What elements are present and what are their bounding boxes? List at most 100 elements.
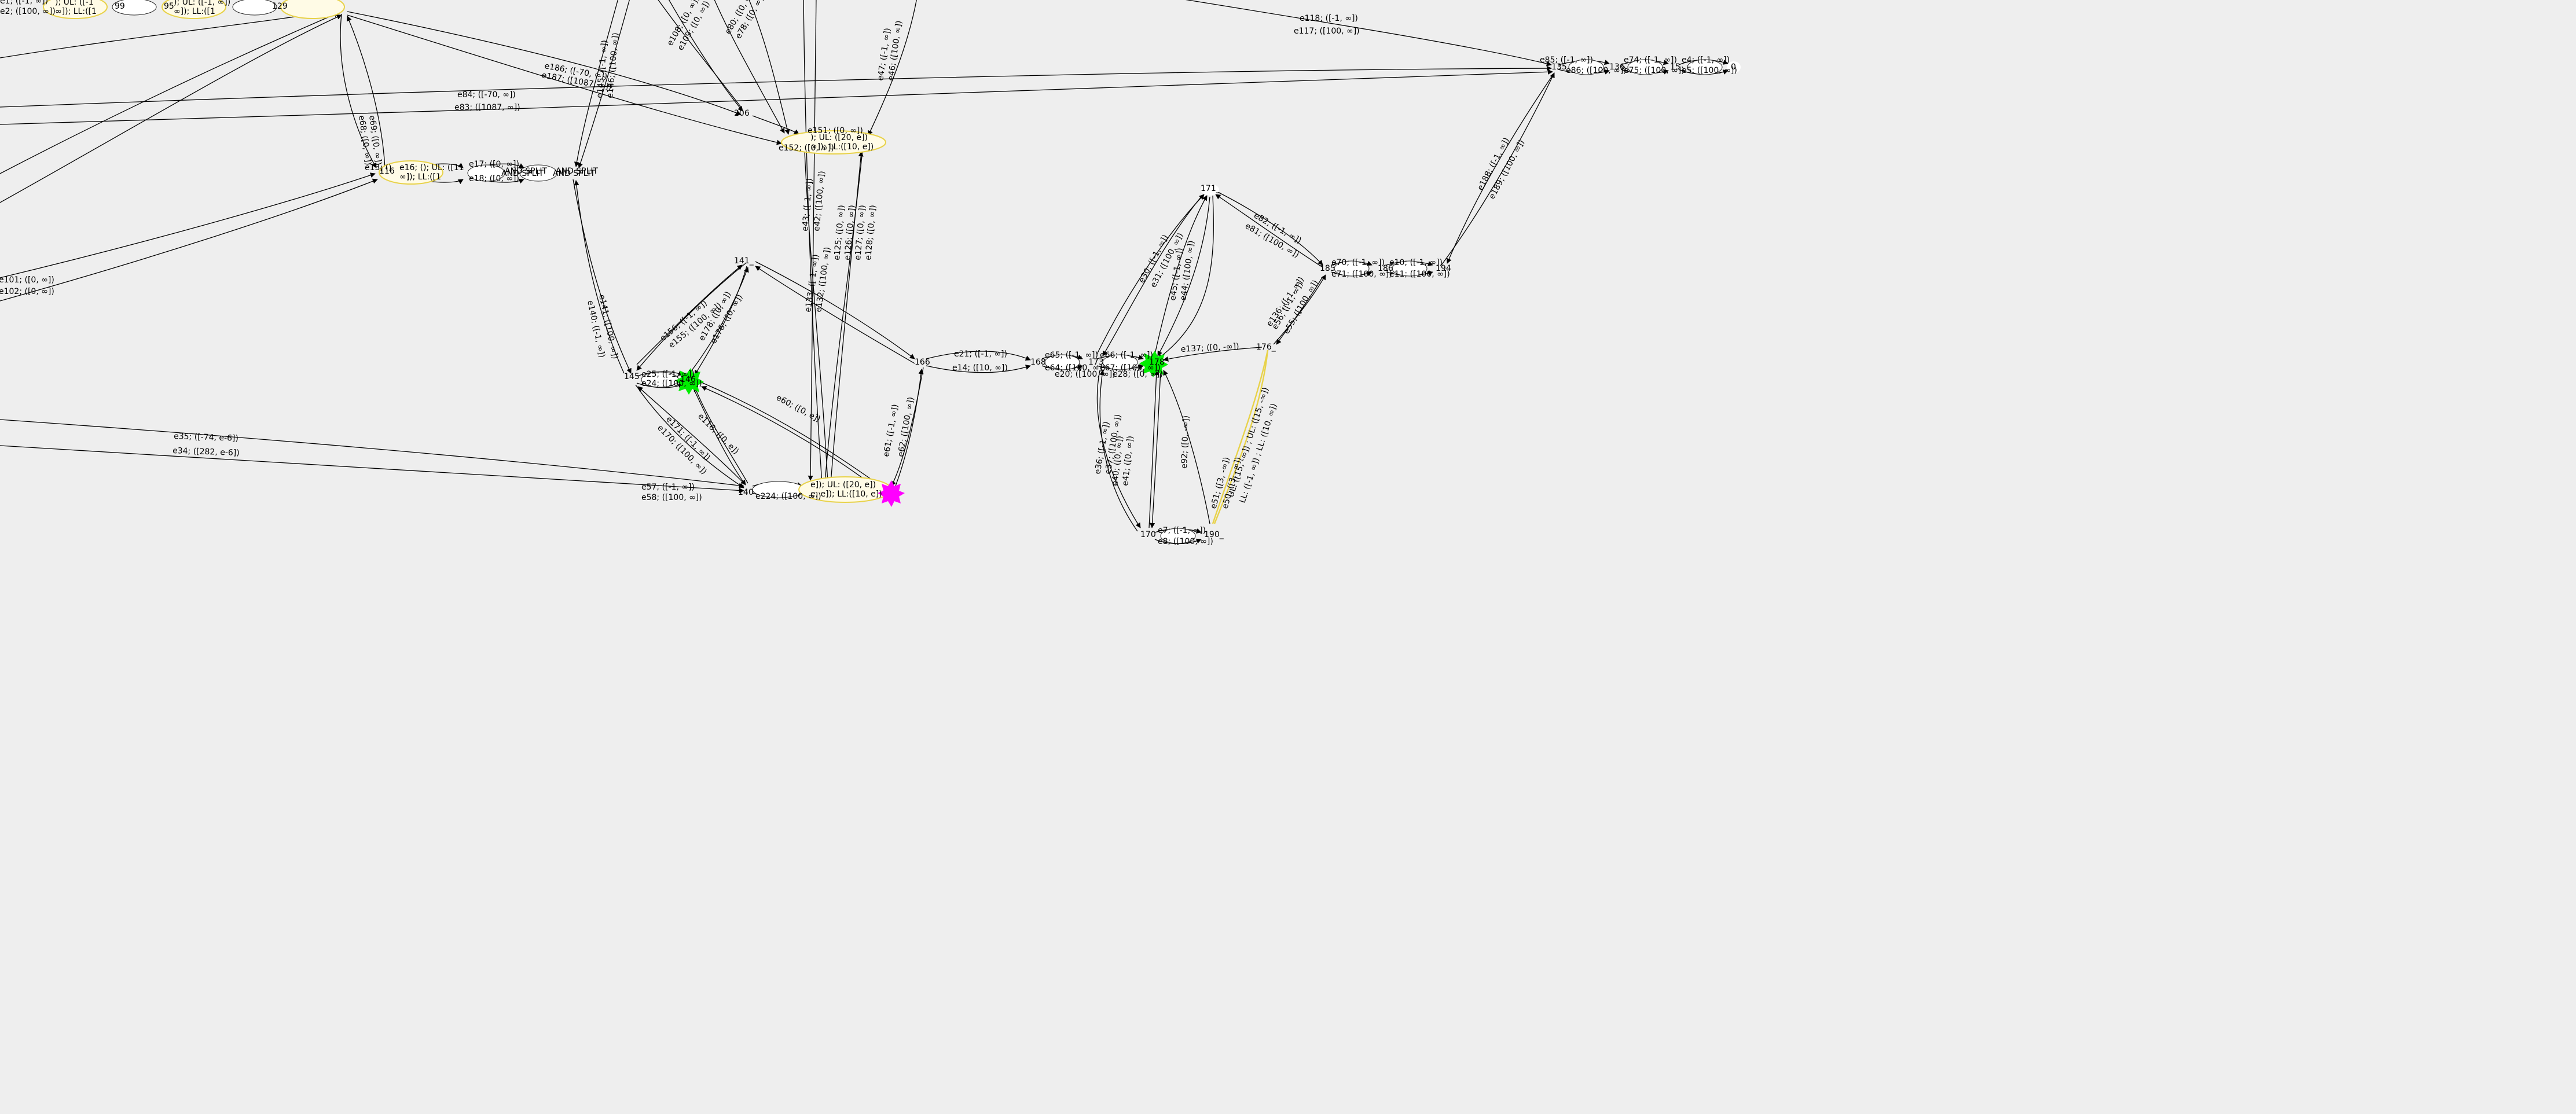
edge-label: e66; ([-1, ∞]): [1100, 351, 1153, 360]
graph-node[interactable]: [1627, 59, 1663, 75]
graph-edge: [669, 0, 743, 112]
edge-label: e28; ([0, ∞]): [1113, 370, 1163, 379]
edge-label: e25; ([-1, ∞]): [641, 370, 695, 379]
graph-edge: [1157, 196, 1210, 356]
node-label: 176_: [1256, 343, 1276, 352]
graph-edge: [340, 13, 377, 168]
graph-edge: [714, 0, 785, 134]
graph-edge: [691, 384, 746, 486]
graph-edge: [1157, 195, 1214, 359]
graph-node[interactable]: [1044, 354, 1080, 370]
edge-label: e60; ([0, e]): [775, 393, 822, 424]
node-label: 95: [164, 2, 174, 11]
graph-edge: [1215, 190, 1323, 266]
graph-node-green[interactable]: [675, 368, 704, 395]
graph-edge: [635, 384, 744, 488]
node-label: 0: [1731, 62, 1736, 72]
graph-node-magenta[interactable]: [878, 480, 905, 507]
node-label: 206: [734, 109, 750, 118]
edge-label: e224; ([100, ∞]): [755, 492, 821, 501]
graph-node[interactable]: [467, 164, 505, 182]
edge-label: e85; ([-1, ∞]): [1540, 56, 1593, 65]
graph-node[interactable]: [379, 160, 443, 185]
node-label: 173: [1088, 358, 1104, 367]
graph-node[interactable]: [1160, 528, 1196, 544]
graph-edge: [693, 386, 748, 484]
graph-edge: [1273, 274, 1326, 345]
graph-node[interactable]: [1201, 184, 1219, 196]
graph-edge: [574, 180, 625, 374]
graph-edge: [748, 0, 790, 135]
graph-node-green[interactable]: [1139, 351, 1168, 377]
graph-edge: [755, 261, 915, 359]
graph-edge: [0, 178, 378, 302]
graph-edge: [0, 14, 342, 203]
graph-node[interactable]: [232, 0, 277, 16]
node-label: 166: [915, 358, 930, 367]
edges: [0, 0, 1729, 545]
node-text: e16; (); UL: ([11: [399, 163, 464, 172]
graph-edge: [0, 8, 336, 58]
edge-label: e137; ([0, -∞]): [1180, 342, 1239, 354]
graph-edge: [830, 151, 864, 484]
edge-label: e34; ([282, e-6]): [173, 446, 240, 458]
node-label: 15: [1670, 62, 1680, 72]
graph-edge: [891, 367, 924, 487]
node-text: e, e]); LL:([10, e]): [810, 490, 882, 499]
edge-label: e71; ([100, ∞]): [1331, 270, 1392, 279]
graph-node[interactable]: [43, 0, 108, 19]
graph-edge: [926, 365, 1031, 373]
highlighted-edge: [1213, 350, 1269, 524]
edge-label: e86; ([100, ∞]): [1566, 66, 1627, 75]
node-label: AND SPLIT: [556, 167, 599, 176]
graph-edge: [347, 11, 742, 116]
graph-edge: [1163, 370, 1210, 524]
graph-edge: [0, 419, 744, 488]
graph-edge: [926, 351, 1031, 361]
graph-edge: [1102, 196, 1202, 356]
node-label: 136: [1609, 62, 1625, 72]
graph-node[interactable]: [280, 0, 345, 19]
edge-label: e5; ([100, ∞]): [1682, 66, 1737, 75]
graph-node[interactable]: [1727, 61, 1741, 73]
graph-node[interactable]: [781, 130, 886, 155]
node-label: 141_: [734, 256, 754, 266]
edge-label: e20; ([100, ∞]): [1055, 370, 1115, 379]
node-text: e]); UL: ([20, e]): [810, 480, 876, 490]
node-label: 170: [1140, 530, 1156, 539]
graph-edge: [1096, 194, 1205, 355]
graph-edge: [578, 0, 630, 168]
graph-node[interactable]: [112, 0, 157, 16]
node-label: 145: [624, 372, 640, 381]
edge-label: e152; ([0, ∞]): [779, 144, 834, 153]
node-text: ∞]); LL:([1: [55, 7, 97, 16]
graph-node[interactable]: [162, 0, 226, 19]
edge-label: e13; (): [365, 163, 392, 172]
edge-label: e92; ([0, -∞]): [1180, 416, 1191, 469]
graph-edge: [752, 115, 799, 135]
node-text: ∞]); LL:([10, e]): [810, 142, 874, 152]
graph-edge: [1099, 370, 1138, 532]
node-labels: 135 136 15 0 141_ 145 146 140 166 168 17…: [0, 0, 1736, 539]
node-label: 168: [1030, 358, 1046, 367]
edge-label: e43; ([-1, ∞]): [801, 178, 814, 231]
graph-node[interactable]: [519, 164, 557, 182]
graph-node[interactable]: [1687, 59, 1723, 75]
edge-label: e118; ([-1, ∞]): [1300, 14, 1358, 23]
edge-label: e58; ([100, ∞]): [641, 493, 702, 502]
edge-label: e24; ([100, ∞]): [641, 379, 702, 388]
node-text: AND SPLIT: [501, 169, 544, 178]
graph-node[interactable]: [1568, 59, 1604, 75]
node-label: 190_: [1204, 530, 1224, 539]
node-text: ); UL: ([-1: [55, 0, 94, 7]
graph-edge: [1276, 276, 1323, 345]
graph-node[interactable]: [1392, 260, 1428, 277]
edge-label: e18; ([0, ∞]): [469, 174, 519, 183]
graph-node[interactable]: [1334, 260, 1370, 277]
edge-label: e75; ([100, ∞]): [1624, 66, 1685, 75]
graph-edge: [574, 0, 618, 167]
graph-edge: [1154, 195, 1208, 355]
nodes: [43, 0, 1741, 544]
graph-node[interactable]: [1102, 354, 1138, 370]
